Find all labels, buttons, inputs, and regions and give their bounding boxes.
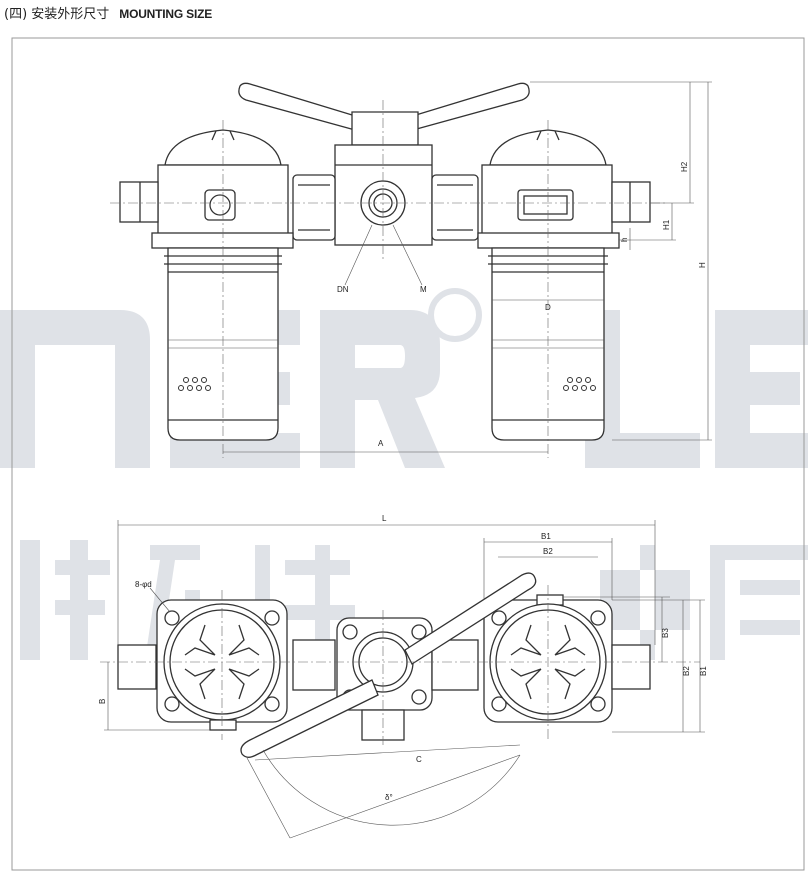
handle-upper [404,572,537,665]
dim-H2: H2 [680,161,689,172]
label-DN: DN [337,285,349,294]
right-union-nut [431,174,479,241]
handle-left-arm [238,82,363,131]
left-side-plug [119,181,159,223]
handle-right-arm [405,82,530,131]
dim-B2-top: B2 [543,547,553,556]
label-M: M [420,285,427,294]
right-union-top [431,639,479,691]
section-heading: (四) 安装外形尺寸 MOUNTING SIZE [4,3,212,22]
dim-L: L [382,514,387,523]
dim-D: D [545,303,551,312]
dim-B2-side: B2 [682,666,691,676]
left-plug-top [117,644,157,690]
dim-angle: δ° [385,793,393,802]
left-union-nut [292,174,336,241]
dim-B3: B3 [661,628,670,638]
front-view [110,81,712,458]
dim-h: h [620,238,629,242]
differential-indicator [517,189,574,221]
left-union-top [292,639,336,691]
dim-H1: H1 [662,219,671,230]
dim-C: C [416,755,422,764]
dim-A: A [378,439,384,448]
right-plug-top [611,644,651,690]
left-flange [151,232,294,249]
dim-H: H [698,262,707,268]
dim-B: B [98,699,107,704]
right-side-plug [611,181,651,223]
label-8-holes: 8-φd [135,580,152,589]
handle-lower [240,679,379,758]
drawing-frame [11,37,805,871]
heading-zh: (四) 安装外形尺寸 [4,7,110,22]
dim-B1-top: B1 [541,532,551,541]
watermark-logo [0,288,808,660]
heading-en: MOUNTING SIZE [119,7,213,21]
valve-stem-block [351,111,419,146]
left-bottom-tab [209,719,237,731]
dim-B1-side: B1 [699,666,708,676]
top-view [100,520,705,839]
right-flange [477,232,620,249]
